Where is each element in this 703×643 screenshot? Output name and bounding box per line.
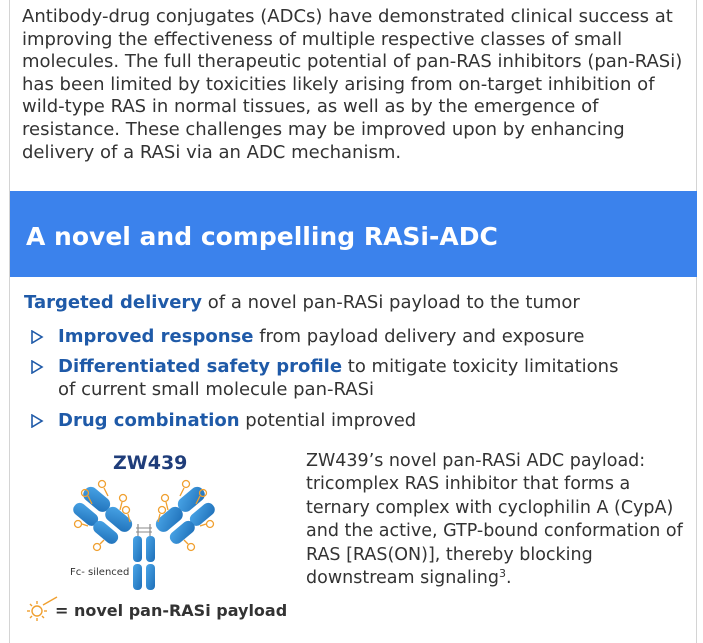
- lead-highlight: Targeted delivery: [24, 292, 203, 313]
- lead-statement: Targeted delivery of a novel pan-RASi pa…: [24, 292, 580, 313]
- payload-description: ZW439’s novel pan-RASi ADC payload: tric…: [306, 450, 691, 590]
- bullet-text: to mitigate toxicity limitations: [342, 356, 619, 377]
- bullet-highlight: Drug combination: [58, 410, 240, 431]
- payload-description-text: ZW439’s novel pan-RASi ADC payload: tric…: [306, 451, 683, 589]
- bullet-text-line2: of current small molecule pan-RASi: [58, 379, 374, 400]
- section-banner: A novel and compelling RASi-ADC: [10, 191, 697, 277]
- bullet-highlight: Differentiated safety profile: [58, 356, 343, 377]
- citation-superscript: 3: [498, 567, 506, 581]
- arrow-bullet-icon: [31, 414, 44, 428]
- arrow-bullet-icon: [31, 330, 44, 344]
- payload-legend-label: = novel pan-RASi payload: [55, 601, 288, 620]
- payload-legend-icon: [27, 596, 58, 621]
- content-frame: [9, 0, 697, 643]
- antibody-diagram: [73, 479, 215, 590]
- section-title: A novel and compelling RASi-ADC: [26, 222, 498, 251]
- fc-silenced-label: Fc- silenced: [70, 567, 130, 578]
- figure-title: ZW439: [113, 452, 188, 474]
- lead-text: of a novel pan-RASi payload to the tumor: [202, 292, 580, 313]
- payload-description-end: .: [505, 568, 512, 589]
- arrow-bullet-icon: [31, 360, 44, 374]
- bullet-highlight: Improved response: [58, 326, 254, 347]
- bullet-text: potential improved: [239, 410, 417, 431]
- bullet-text: from payload delivery and exposure: [253, 326, 585, 347]
- intro-paragraph: Antibody-drug conjugates (ADCs) have dem…: [22, 6, 683, 163]
